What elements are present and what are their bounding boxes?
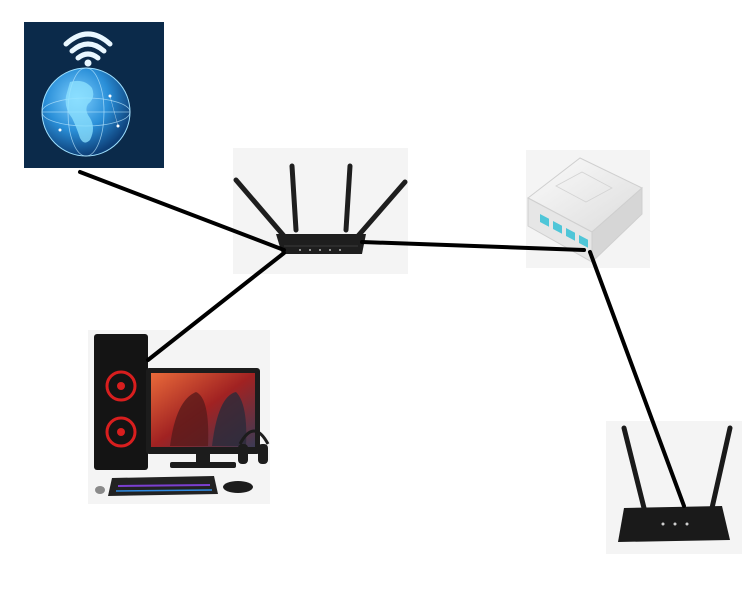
- mikrotik-router-node: [526, 150, 650, 268]
- gaming-pc-icon: [94, 334, 270, 496]
- internet-node: [24, 22, 164, 168]
- main-router-node: [233, 148, 408, 274]
- link-mikrotik-to-router-secondary: [588, 250, 686, 508]
- link-internet-to-router-main: [78, 170, 286, 252]
- connection-links: [78, 170, 686, 508]
- gaming-pc-node: [88, 330, 270, 504]
- link-router-main-to-gaming-pc: [146, 251, 286, 362]
- secondary-router-node: [606, 421, 742, 554]
- router-two-antenna-icon: [618, 425, 733, 542]
- globe-wifi-icon: [41, 31, 131, 157]
- link-router-main-to-mikrotik: [360, 240, 586, 252]
- mikrotik-router-icon: [527, 157, 643, 264]
- router-four-antenna-icon: [233, 163, 408, 254]
